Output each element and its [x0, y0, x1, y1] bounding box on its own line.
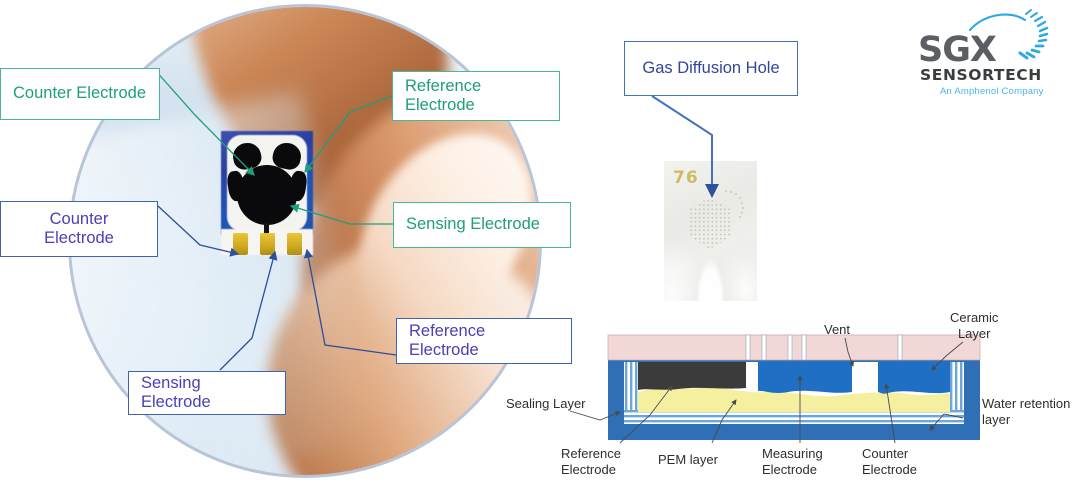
callout-label: Gas Diffusion Hole [642, 59, 780, 77]
membrane-sample-number: 76 [673, 168, 699, 188]
chip-sensing-electrode-port [237, 165, 297, 225]
callout-counter-electrode-left[interactable]: Counter Electrode [0, 201, 158, 257]
chip-center-trace [264, 223, 269, 233]
label-water-retention-layer: Water retention layer [982, 396, 1071, 428]
callout-label: Counter Electrode [44, 209, 114, 247]
callout-sensing-electrode-bottom[interactable]: Sensing Electrode [128, 371, 286, 415]
sgx-sensortech-logo: SGX SENSORTECH An Amphenol Company [906, 8, 1070, 100]
label-pem-layer: PEM layer [658, 452, 718, 467]
label-measuring-electrode: Measuring Electrode [762, 446, 823, 478]
callout-label: Reference Electrode [405, 76, 482, 114]
label-vent: Vent [824, 322, 851, 337]
label-reference-electrode: Reference Electrode [561, 446, 621, 478]
callout-label: Sensing Electrode [141, 373, 211, 411]
chip-pad-counter [233, 233, 248, 255]
callout-gas-diffusion-hole[interactable]: Gas Diffusion Hole [624, 41, 798, 96]
callout-label: Sensing Electrode [406, 215, 540, 234]
logo-tagline: An Amphenol Company [940, 86, 1044, 97]
callout-sensing-electrode-right[interactable]: Sensing Electrode [393, 202, 571, 248]
logo-swoosh-icon [968, 9, 1049, 60]
sensor-chip [213, 131, 321, 271]
callout-reference-electrode-top[interactable]: Reference Electrode [392, 71, 560, 121]
label-counter-electrode: Counter Electrode [862, 446, 917, 478]
chip-pad-sensing [260, 233, 275, 255]
label-sealing-layer: Sealing Layer [506, 396, 586, 411]
callout-label: Counter Electrode [13, 84, 146, 103]
callout-label: Reference Electrode [409, 321, 486, 359]
membrane-sample-photo: 76 [664, 161, 757, 301]
label-ceramic-layer: Ceramic Layer [950, 310, 999, 342]
chip-pad-reference [287, 233, 302, 255]
logo-subbrand-text: SENSORTECH [920, 66, 1042, 84]
logo-brand-text: SGX [918, 30, 997, 70]
callout-reference-electrode-low[interactable]: Reference Electrode [396, 318, 572, 364]
callout-counter-electrode-top[interactable]: Counter Electrode [0, 68, 160, 120]
